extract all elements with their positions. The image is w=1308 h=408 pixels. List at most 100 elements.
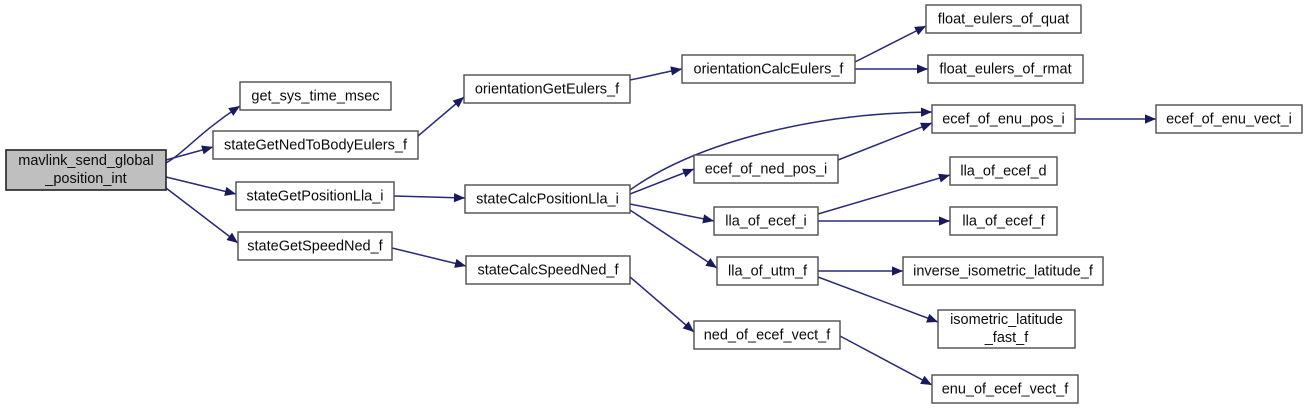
graph-node-inverse-isometric-latitude-f[interactable]: inverse_isometric_latitude_f: [902, 256, 1104, 286]
graph-node-float-eulers-of-quat[interactable]: float_eulers_of_quat: [925, 4, 1082, 34]
node-click-target[interactable]: [213, 131, 418, 159]
node-label-line-1: mavlink_send_global: [18, 153, 153, 169]
graph-node-ecef-of-enu-vect-i[interactable]: ecef_of_enu_vect_i: [1155, 104, 1303, 134]
node-box[interactable]: [239, 81, 392, 111]
node-box[interactable]: [949, 156, 1058, 186]
node-click-target[interactable]: [466, 256, 630, 284]
arrowhead-icon: [705, 258, 717, 268]
graph-node-ecef-of-enu-pos-i[interactable]: ecef_of_enu_pos_i: [931, 104, 1076, 134]
node-click-target[interactable]: [464, 75, 630, 103]
node-click-target[interactable]: [682, 55, 855, 83]
graph-node-lla-of-ecef-d[interactable]: lla_of_ecef_d: [949, 156, 1058, 186]
node-box[interactable]: [693, 154, 839, 184]
edge-statecalcpositionlla-i-to-ecef-of-enu-pos-i: [629, 107, 933, 191]
node-box[interactable]: [937, 309, 1076, 349]
edge-line: [629, 203, 715, 222]
node-click-target[interactable]: [938, 310, 1075, 348]
node-click-target[interactable]: [903, 257, 1103, 285]
node-click-target[interactable]: [465, 185, 630, 213]
edge-ecef-of-enu-pos-i-to-ecef-of-enu-vect-i: [1075, 114, 1156, 124]
node-label: lla_of_utm_f: [728, 263, 808, 279]
arrowhead-icon: [226, 232, 238, 243]
edge-stategetnedtobodyeulers-f-to-orientationgeteulers-f: [417, 96, 465, 137]
node-box[interactable]: [931, 104, 1076, 134]
node-box[interactable]: [237, 231, 393, 261]
graph-node-lla-of-utm-f[interactable]: lla_of_utm_f: [716, 256, 819, 286]
graph-node-stategetpositionlla-i[interactable]: stateGetPositionLla_i: [235, 181, 395, 211]
node-box[interactable]: [925, 4, 1082, 34]
node-label: get_sys_time_msec: [251, 88, 379, 104]
node-click-target[interactable]: [950, 207, 1057, 235]
arrowhead-icon: [939, 216, 950, 226]
edge-mavlink-send-global-position-int-to-stategetnedtobodyeulers-f: [165, 145, 214, 161]
edge-orientationcalceulers-f-to-float-eulers-of-quat: [854, 25, 927, 63]
graph-node-orientationcalceulers-f[interactable]: orientationCalcEulers_f: [681, 54, 856, 84]
node-label: orientationCalcEulers_f: [694, 61, 845, 77]
graph-node-isometric-latitude-fast-f[interactable]: isometric_latitude_fast_f: [937, 309, 1076, 349]
node-box[interactable]: [1155, 104, 1303, 134]
node-click-target[interactable]: [950, 157, 1057, 185]
graph-node-enu-of-ecef-vect-f[interactable]: enu_of_ecef_vect_f: [931, 374, 1079, 404]
edge-orientationgeteulers-f-to-orientationcalceulers-f: [629, 66, 683, 81]
node-box[interactable]: [713, 206, 819, 236]
arrowhead-icon: [228, 106, 240, 116]
graph-node-statecalcspeedned-f[interactable]: stateCalcSpeedNed_f: [465, 255, 631, 285]
node-box[interactable]: [681, 54, 856, 84]
node-box[interactable]: [716, 256, 819, 286]
graph-node-ned-of-ecef-vect-f[interactable]: ned_of_ecef_vect_f: [693, 320, 841, 350]
node-label: stateGetSpeedNed_f: [247, 238, 383, 254]
edge-line: [837, 122, 933, 161]
node-box[interactable]: [212, 130, 419, 160]
node-box[interactable]: [902, 256, 1104, 286]
node-click-target[interactable]: [6, 150, 166, 190]
node-click-target[interactable]: [694, 321, 840, 349]
node-label: ned_of_ecef_vect_f: [704, 327, 832, 343]
node-click-target[interactable]: [932, 375, 1078, 403]
node-box[interactable]: [931, 374, 1079, 404]
node-label: ecef_of_ned_pos_i: [705, 161, 828, 177]
edge-orientationcalceulers-f-to-float-eulers-of-rmat: [855, 64, 928, 74]
node-box[interactable]: [465, 255, 631, 285]
graph-node-lla-of-ecef-f[interactable]: lla_of_ecef_f: [949, 206, 1058, 236]
node-label: float_eulers_of_rmat: [939, 61, 1071, 77]
node-box[interactable]: [693, 320, 841, 350]
arrowhead-icon: [702, 214, 714, 224]
edge-lla-of-utm-f-to-inverse-isometric-latitude-f: [818, 266, 903, 276]
node-click-target[interactable]: [926, 5, 1081, 33]
graph-node-statecalcpositionlla-i[interactable]: stateCalcPositionLla_i: [464, 184, 631, 214]
edge-mavlink-send-global-position-int-to-stategetpositionlla-i: [165, 176, 237, 196]
node-click-target[interactable]: [928, 55, 1083, 83]
node-label: float_eulers_of_quat: [938, 11, 1069, 27]
graph-node-ecef-of-ned-pos-i[interactable]: ecef_of_ned_pos_i: [693, 154, 839, 184]
node-box[interactable]: [927, 54, 1084, 84]
arrowhead-icon: [920, 122, 932, 132]
graph-node-stategetspeedned-f[interactable]: stateGetSpeedNed_f: [237, 231, 393, 261]
node-click-target[interactable]: [240, 82, 391, 110]
node-box[interactable]: [464, 184, 631, 214]
node-box[interactable]: [463, 74, 631, 104]
graph-node-orientationgeteulers-f[interactable]: orientationGetEulers_f: [463, 74, 631, 104]
node-click-target[interactable]: [694, 155, 838, 183]
node-click-target[interactable]: [714, 207, 818, 235]
node-box[interactable]: [5, 149, 167, 191]
edge-ned-of-ecef-vect-f-to-enu-of-ecef-vect-f: [839, 335, 933, 386]
node-box[interactable]: [949, 206, 1058, 236]
arrowhead-icon: [917, 64, 928, 74]
edge-lla-of-ecef-i-to-lla-of-ecef-f: [818, 216, 950, 226]
node-label: stateCalcPositionLla_i: [476, 191, 619, 207]
node-click-target[interactable]: [717, 257, 818, 285]
node-click-target[interactable]: [932, 105, 1075, 133]
graph-node-get-sys-time-msec[interactable]: get_sys_time_msec: [239, 81, 392, 111]
edge-stategetpositionlla-i-to-statecalcpositionlla-i: [393, 193, 466, 203]
edge-line: [629, 209, 718, 269]
graph-node-float-eulers-of-rmat[interactable]: float_eulers_of_rmat: [927, 54, 1084, 84]
node-box[interactable]: [235, 181, 395, 211]
edge-line: [391, 247, 467, 267]
node-click-target[interactable]: [238, 232, 392, 260]
graph-node-stategetnedtobodyeulers-f[interactable]: stateGetNedToBodyEulers_f: [212, 130, 419, 160]
node-label-line-1: isometric_latitude: [950, 312, 1063, 328]
node-click-target[interactable]: [1156, 105, 1302, 133]
graph-node-lla-of-ecef-i[interactable]: lla_of_ecef_i: [713, 206, 819, 236]
graph-node-mavlink-send-global-position-int[interactable]: mavlink_send_global_position_int: [5, 149, 167, 191]
node-click-target[interactable]: [236, 182, 394, 210]
